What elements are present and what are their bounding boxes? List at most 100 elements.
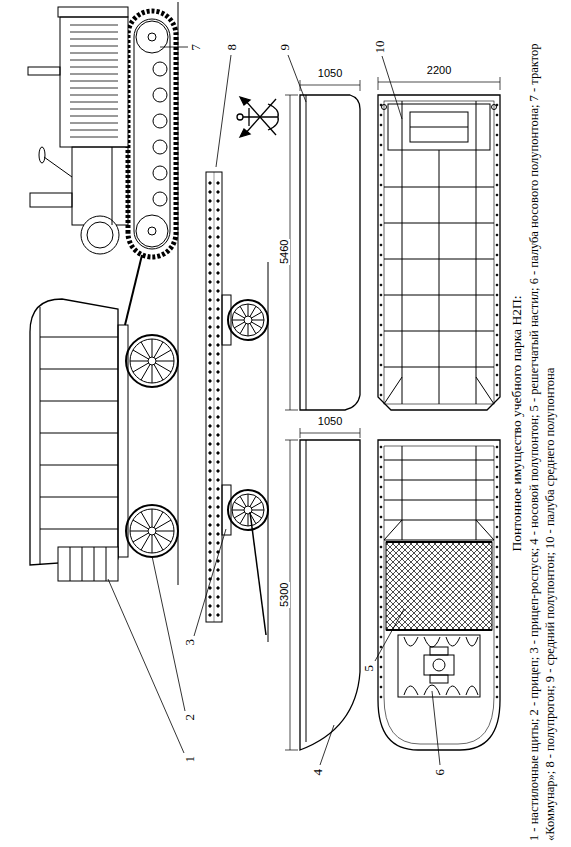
dimension-line: [285, 750, 298, 751]
rivet-row: [496, 234, 498, 236]
trailer-wheel: [156, 361, 174, 362]
leader-line: [108, 579, 184, 753]
tractor-kommunar: [70, 123, 118, 124]
rivet-row: [496, 354, 498, 356]
rivet-row: [496, 686, 498, 688]
rivet-row: [496, 496, 498, 498]
half-span-beam: [209, 245, 211, 247]
tractor-kommunar: [72, 147, 128, 225]
trailer-bogie: [251, 512, 261, 518]
half-span-beam: [217, 263, 219, 265]
rivet-row: [380, 646, 382, 648]
rivet-row: [496, 104, 498, 106]
rivet-row: [380, 204, 382, 206]
rivet-row: [380, 144, 382, 146]
half-span-beam: [209, 281, 211, 283]
rivet-row: [496, 486, 498, 488]
nose-deck: [398, 635, 480, 697]
leader-line: [160, 47, 188, 48]
anchor-emblem: [240, 97, 250, 105]
tractor-kommunar: [39, 147, 45, 163]
trailer-bogie: [240, 513, 246, 523]
half-span-beam: [209, 182, 211, 184]
half-span-beam: [217, 533, 219, 535]
anchor-emblem: [237, 97, 278, 137]
callout-number: 6: [433, 769, 447, 776]
half-span-beam: [217, 569, 219, 571]
rivet-row: [380, 466, 382, 468]
rivet-row: [380, 586, 382, 588]
half-span-beam: [209, 614, 211, 616]
trailer-bogie: [248, 304, 249, 316]
callout-number: 9: [278, 44, 292, 51]
half-span-beam: [209, 398, 211, 400]
rivet-row: [496, 164, 498, 166]
rivet-row: [496, 274, 498, 276]
pontoon-on-trailer: [40, 529, 118, 530]
rivet-row: [496, 384, 498, 386]
tractor-kommunar: [70, 39, 118, 40]
rivet-row: [380, 124, 382, 126]
rivet-row: [496, 696, 498, 698]
nose-half-pontoon-plan: [384, 500, 494, 501]
tractor-kommunar: [70, 137, 118, 138]
rivet-row: [496, 214, 498, 216]
figure-caption: 1 - настилочные щиты; 2 - прицеп; 3 - пр…: [526, 6, 559, 841]
dimension-value: 5460: [278, 239, 290, 265]
rivet-row: [496, 184, 498, 186]
rivet-row: [496, 596, 498, 598]
trailer-wheel: [152, 509, 153, 527]
rivet-row: [496, 364, 498, 366]
half-span-beam: [209, 353, 211, 355]
trailer-bogie: [234, 312, 244, 318]
tractor-kommunar: [60, 17, 128, 147]
tractor-kommunar: [70, 32, 118, 33]
rivet-row: [380, 516, 382, 518]
middle-half-pontoon-plan: [384, 295, 494, 296]
tractor-kommunar: [153, 192, 167, 206]
half-span-beam: [209, 488, 211, 490]
pontoon-on-trailer: [40, 337, 118, 338]
trailer-wheel: [133, 533, 149, 542]
rivet-row: [380, 446, 382, 448]
dimension-line: [500, 77, 501, 90]
half-span-beam: [217, 236, 219, 238]
trailer-wheel: [130, 361, 148, 362]
half-span-beam: [217, 299, 219, 301]
half-span-beam: [217, 524, 219, 526]
trailer-bogie: [240, 306, 246, 316]
pontoon-on-trailer: [40, 369, 118, 370]
leader-line: [216, 55, 231, 167]
leader-line: [152, 556, 185, 711]
middle-half-pontoon-plan: [384, 187, 494, 188]
half-span-beam: [209, 452, 211, 454]
trailer-bogie: [222, 485, 231, 535]
rivet-row: [380, 476, 382, 478]
deck-boards-stack: [58, 547, 118, 581]
rivet-row: [496, 134, 498, 136]
middle-deck: [410, 112, 468, 142]
rivet-row: [496, 334, 498, 336]
half-span-beam: [217, 371, 219, 373]
rivet-row: [380, 696, 382, 698]
middle-half-pontoon-plan: [439, 150, 440, 404]
rivet-row: [380, 284, 382, 286]
rivet-row: [496, 626, 498, 628]
rivet-row: [380, 456, 382, 458]
rivet-row: [496, 526, 498, 528]
rivet-row: [380, 264, 382, 266]
half-span-beam: [209, 227, 211, 229]
trailer-bogie: [250, 513, 256, 523]
lattice-flooring: [386, 629, 492, 631]
middle-deck: [388, 104, 490, 150]
half-span-beam: [209, 218, 211, 220]
tractor-kommunar: [153, 140, 167, 154]
deck-boards-stack: [82, 547, 83, 581]
half-span-beam: [209, 191, 211, 193]
callout-number: 8: [225, 44, 239, 51]
half-span-beam: [209, 443, 211, 445]
rivet-row: [380, 606, 382, 608]
tractor-kommunar: [70, 67, 118, 68]
half-span-beam: [209, 479, 211, 481]
trailer-bogie: [240, 323, 246, 333]
